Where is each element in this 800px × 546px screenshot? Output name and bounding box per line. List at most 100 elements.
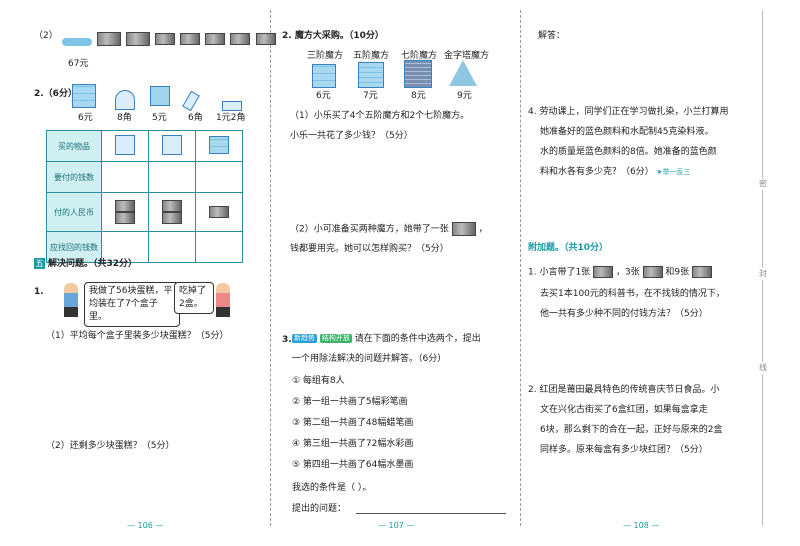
page-number-right: — 108 — — [623, 521, 660, 530]
table-cell — [101, 130, 149, 162]
pen-icon — [182, 90, 200, 114]
table-row: 付的人民币 — [46, 192, 243, 232]
cube-price-3: 9元 — [457, 91, 472, 101]
condition-2: ② 第一组一共画了5幅彩笔画 — [292, 397, 408, 407]
child-figure-2 — [216, 283, 230, 317]
tag-new-trend: 新趋势 — [292, 334, 317, 343]
skateboard-icon — [62, 38, 92, 46]
speech-bubble-1: 我做了56块蛋糕，平均装在了7个盒子里。 — [84, 282, 180, 327]
pyramid-cube-icon — [449, 60, 477, 86]
table-cell — [148, 130, 196, 162]
middle-q3-text: 请在下面的条件中选两个，提出 — [354, 334, 481, 344]
extra-q1-line1: 1. 小言带了1张 ，3张 和9张 — [528, 266, 713, 279]
page-number-left: — 106 — — [127, 521, 164, 530]
extra-q1-b: ，3张 — [615, 267, 640, 278]
condition-5: ⑤ 第四组一共画了64幅水墨画 — [292, 460, 414, 470]
extra-q1-a: 1. 小言带了1张 — [528, 267, 591, 278]
page-number-middle: — 107 — — [378, 521, 415, 530]
middle-q3-label: 3. — [282, 335, 292, 345]
payment-table: 买的物品 要付的钱数 付的人民币 应找回的钱数 — [46, 130, 243, 263]
table-cell[interactable] — [195, 231, 243, 263]
table-cell — [148, 192, 196, 232]
condition-4: ④ 第三组一共画了72幅水彩画 — [292, 439, 414, 449]
cube-price-1: 7元 — [363, 91, 378, 101]
banknote-icon — [593, 266, 614, 278]
cube-price-2: 8元 — [411, 91, 426, 101]
cube-price-0: 6元 — [316, 91, 331, 101]
middle-q1-line1: （1）小乐买了4个五阶魔方和2个七阶魔方。 — [290, 111, 470, 121]
cube-5x5-icon — [358, 62, 384, 92]
table-row: 应找回的钱数 — [46, 231, 243, 263]
q2-label: （2） — [34, 31, 58, 41]
chosen-conditions: 我选的条件是（ ）。 — [292, 483, 372, 493]
cube-name-3: 金字塔魔方 — [444, 51, 490, 61]
item-price-1: 8角 — [117, 113, 132, 123]
extra-q1-line3: 他一共有多少种不同的付钱方法？（5分） — [540, 309, 708, 319]
section5-icon: 五 — [34, 258, 45, 269]
middle-q3-line2: 一个用除法解决的问题并解答。（6分） — [292, 354, 447, 364]
speech-bubble-2: 吃掉了2盒。 — [174, 282, 214, 314]
cube-3x3-icon — [312, 64, 336, 92]
q4-line2: 她准备好的蓝色颜料和水配制45克染料液。 — [540, 127, 714, 137]
table-cell — [195, 192, 243, 232]
condition-1: ① 每组有8人 — [292, 376, 345, 386]
item-price-4: 1元2角 — [216, 113, 246, 123]
tag-open-structure: 结构开放 — [319, 334, 352, 343]
section5-title: 解决问题。（共32分） — [48, 259, 138, 269]
table-cell[interactable] — [195, 161, 243, 193]
extra-title: 附加题。（共10分） — [528, 243, 609, 253]
column-divider-2 — [520, 10, 521, 526]
q4-line1: 4. 劳动课上，同学们正在学习做扎染，小兰打算用 — [528, 107, 729, 117]
cube-name-0: 三阶魔方 — [307, 51, 344, 61]
margin-char-feng: 封 — [759, 268, 767, 280]
extra-q2-line4: 同样多。原来每盒有多少块红团？（5分） — [540, 445, 708, 455]
item-price-3: 6角 — [188, 113, 203, 123]
extra-q2-line3: 6块，那么剩下的合在一起，正好与原来的2盒 — [540, 425, 723, 435]
extra-q1-line2: 去买1本100元的科普书，在不找钱的情况下， — [540, 289, 725, 299]
header-change: 应找回的钱数 — [46, 231, 102, 263]
middle-title: 2. 魔方大采购。（10分） — [282, 31, 384, 41]
item-price-2: 5元 — [152, 113, 167, 123]
column-divider-1 — [270, 10, 271, 526]
shuttlecock-icon — [115, 90, 135, 114]
banknote-group — [97, 28, 276, 47]
banknote-icon — [451, 222, 476, 236]
q4-tag: ➤举一反三 — [656, 168, 691, 176]
question-1-2: （2）还剩多少块蛋糕？（5分） — [46, 441, 175, 451]
margin-char-mi: 密 — [759, 178, 767, 190]
section2-title: 2.（6分） — [34, 89, 77, 99]
middle-q2-line1: （2）小可准备买两种魔方，她带了一张 ， — [290, 222, 488, 236]
table-cell[interactable] — [148, 231, 196, 263]
extra-q2-line1: 2. 红团是莆田最具特色的传统喜庆节日食品。小 — [528, 385, 720, 395]
banknote-icon — [642, 266, 663, 278]
table-row: 要付的钱数 — [46, 161, 243, 193]
cube-name-2: 七阶魔方 — [401, 51, 438, 61]
middle-q2-text-b: ， — [478, 224, 488, 235]
condition-3: ③ 第二组一共画了48幅蜡笔画 — [292, 418, 414, 428]
raised-question-label: 提出的问题： — [292, 504, 347, 514]
q4-line3: 水的质量是蓝色颜料的8倍。她准备的蓝色颜 — [540, 147, 717, 157]
q4-line4: 料和水各有多少克？（6分） ➤举一反三 — [540, 166, 690, 178]
table-cell[interactable] — [101, 161, 149, 193]
header-rmb: 付的人民币 — [46, 192, 102, 232]
answer-label: 解答： — [538, 31, 566, 41]
header-payment: 要付的钱数 — [46, 161, 102, 193]
extra-q1-c: 和9张 — [665, 267, 690, 278]
eraser-icon — [222, 96, 242, 115]
margin-char-xian: 线 — [759, 362, 767, 374]
child-figure-1 — [64, 283, 78, 317]
middle-q2-line2: 钱都要用完。她可以怎样购买？（5分） — [290, 244, 449, 254]
problem1-label: 1. — [34, 287, 44, 297]
cube-name-1: 五阶魔方 — [353, 51, 390, 61]
middle-q2-text-a: （2）小可准备买两种魔方，她带了一张 — [290, 224, 449, 235]
toy-icon — [150, 86, 170, 110]
header-item: 买的物品 — [46, 130, 102, 162]
banknote-icon — [692, 266, 713, 278]
q4-text: 料和水各有多少克？（6分） — [540, 167, 654, 177]
cube-7x7-icon — [404, 60, 432, 92]
table-row: 买的物品 — [46, 130, 243, 162]
answer-line[interactable] — [356, 513, 506, 514]
table-cell — [195, 130, 243, 162]
extra-q2-line2: 文在兴化古街买了6盒红团，如果每盒拿走 — [540, 405, 708, 415]
table-cell[interactable] — [148, 161, 196, 193]
